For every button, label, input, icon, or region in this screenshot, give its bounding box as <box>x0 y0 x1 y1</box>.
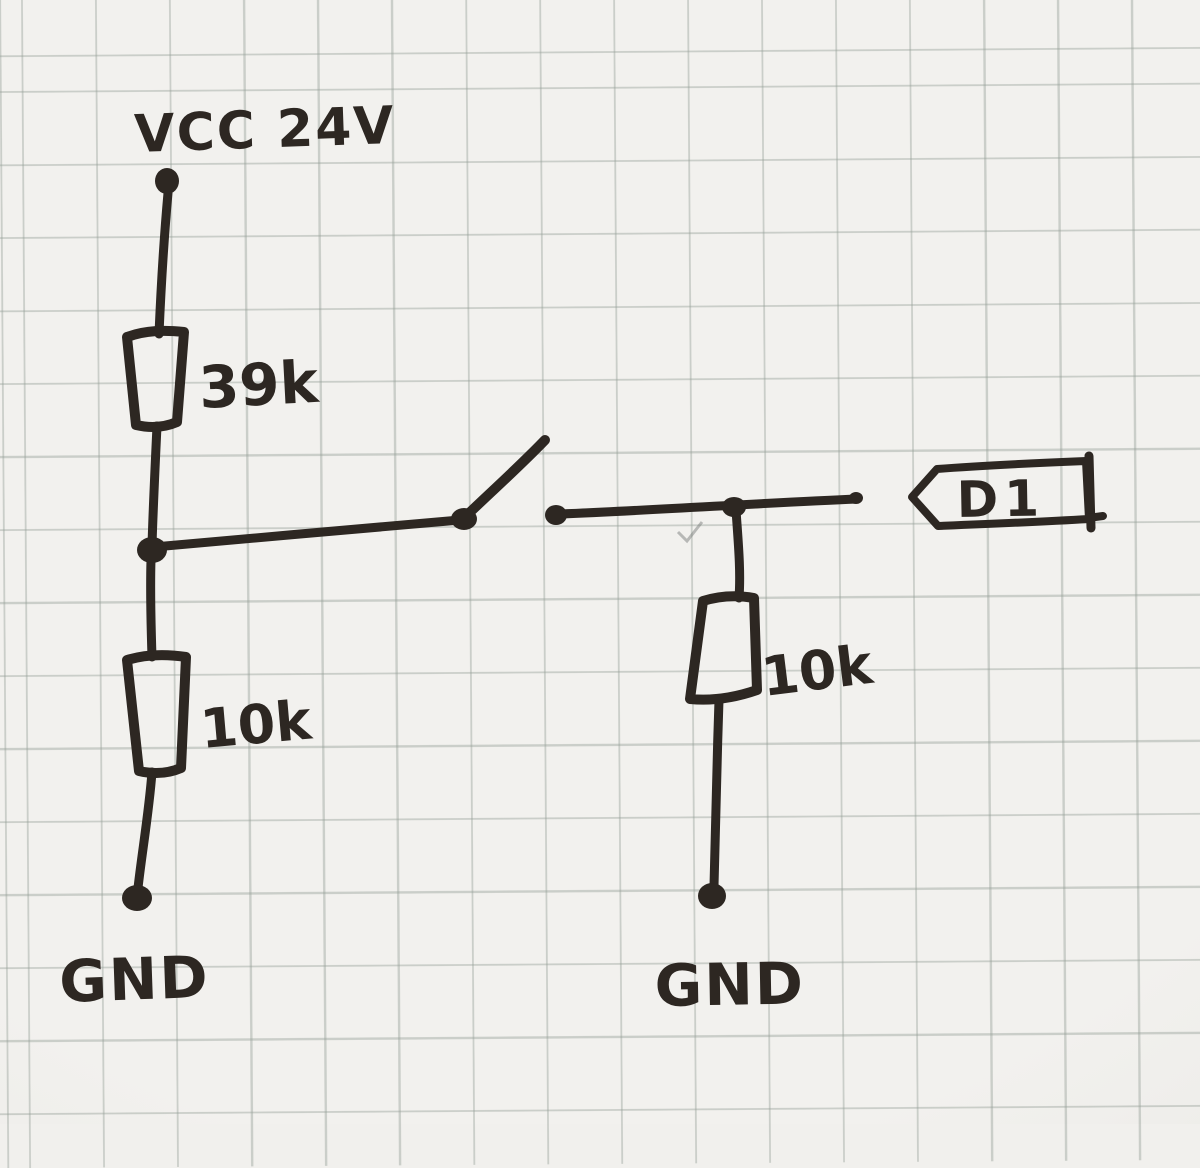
gnd-right-label: GND <box>654 949 805 1020</box>
switch-contact-dot <box>545 505 567 525</box>
handwritten-labels: VCC 24V 39k 10k 10k GND GND D1 <box>58 96 1045 1020</box>
resistor-r2-body <box>122 650 191 778</box>
vcc-terminal-dot <box>155 168 179 194</box>
gnd-left-label: GND <box>58 943 211 1016</box>
net-flag-label: D1 <box>956 469 1045 529</box>
resistor-r1-body <box>122 325 189 432</box>
gnd-left-terminal-dot <box>122 885 152 911</box>
wire-r3-to-gnd <box>709 695 724 891</box>
wire-r1-to-node <box>147 421 162 551</box>
wire-end-dot <box>849 492 863 504</box>
r3-value-label: 10k <box>758 633 877 709</box>
wire-node-to-r2 <box>146 555 157 662</box>
ink-strokes <box>122 188 1107 893</box>
switch-pole-dot <box>451 508 477 530</box>
switch-lever <box>461 435 550 521</box>
wire-r2-to-gnd <box>133 767 157 893</box>
r2-value-label: 10k <box>198 688 315 761</box>
wire-vcc-to-r1 <box>154 188 173 339</box>
gnd-right-terminal-dot <box>698 883 726 909</box>
wire-node-to-switch <box>149 515 465 552</box>
r1-value-label: 39k <box>197 348 321 422</box>
wire-node-to-r3 <box>731 505 745 603</box>
resistor-r3-body <box>685 591 762 705</box>
net-flag-bottom-overshoot <box>1084 512 1107 522</box>
supply-label: VCC 24V <box>133 96 396 165</box>
divider-node-dot <box>137 537 167 563</box>
circuit-sketch: VCC 24V 39k 10k 10k GND GND D1 <box>58 96 1107 1020</box>
d1-branch-junction-dot <box>722 497 746 517</box>
pencil-checkmark <box>676 521 704 544</box>
wire-switch-to-flag <box>555 494 862 519</box>
terminal-dots <box>122 168 863 911</box>
